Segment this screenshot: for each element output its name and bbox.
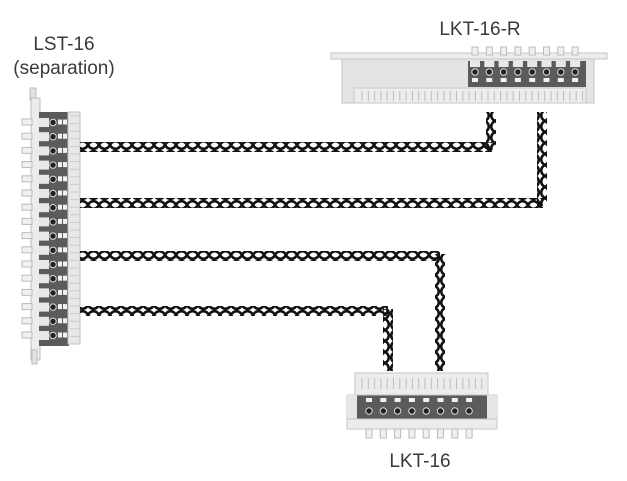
- lst-pin: [21, 146, 33, 154]
- cable-1: [80, 112, 496, 152]
- lst-screw: [49, 331, 57, 340]
- lktr-pin: [557, 46, 565, 56]
- cable-3: [80, 251, 445, 371]
- lkt-screw: [465, 407, 473, 415]
- lst-pin: [21, 303, 33, 311]
- lkt-pin: [437, 428, 444, 439]
- lkt-screw: [365, 407, 373, 415]
- lktr-pin: [471, 46, 479, 56]
- lkt-pin: [408, 428, 416, 439]
- lktr-screw: [471, 68, 479, 76]
- lkt16-label: LKT-16: [389, 451, 451, 472]
- cable-4: [80, 306, 393, 371]
- lst-pin: [21, 246, 33, 254]
- cable-2: [80, 112, 547, 208]
- lst-pin: [21, 175, 33, 183]
- lkt-pin: [422, 428, 430, 439]
- lst-pin: [21, 203, 33, 211]
- lktr-pin: [485, 46, 493, 56]
- lst-pin: [21, 189, 33, 197]
- lst-pin: [21, 132, 33, 140]
- lst-screw: [49, 218, 57, 226]
- lst16-module: [21, 87, 81, 365]
- lktr-screw: [485, 68, 493, 76]
- lkt-pin: [451, 428, 459, 439]
- lktr-pin: [500, 46, 508, 56]
- lst-pin: [21, 288, 33, 296]
- lst-screw: [49, 175, 57, 184]
- lst-screw: [49, 189, 57, 198]
- lkt-pin: [365, 428, 373, 439]
- lst-pin: [21, 161, 33, 169]
- lkt-screw: [422, 407, 430, 415]
- lktr-screw: [571, 68, 579, 76]
- lktr-pin: [571, 46, 579, 56]
- lkt16r-label: LKT-16-R: [439, 19, 521, 40]
- lst-screw: [49, 317, 57, 325]
- lkt-screw: [379, 407, 387, 415]
- lkt16-terminals: [365, 398, 473, 439]
- lkt16-module: [346, 372, 498, 439]
- lkt-pin: [379, 428, 387, 439]
- lktr-screw: [528, 68, 536, 76]
- lst-pin: [21, 274, 33, 282]
- lkt16-comb: [361, 378, 483, 389]
- lst16-label: LST-16 (separation): [4, 33, 124, 81]
- lst-screw: [49, 232, 57, 240]
- lst-screw: [49, 147, 57, 155]
- lst16-terminals: [21, 115, 79, 340]
- lkt16r-terminals: [470, 46, 581, 82]
- lst-screw: [49, 275, 57, 283]
- lst-pin: [21, 118, 33, 126]
- lkt-screw: [393, 407, 402, 415]
- lktr-screw: [542, 68, 551, 76]
- lktr-pin: [528, 46, 536, 56]
- lst-screw: [49, 246, 57, 255]
- lst-screw: [49, 161, 57, 169]
- lst-screw: [49, 133, 57, 141]
- lst16-subtitle: (separation): [13, 58, 115, 79]
- lst-screw: [49, 303, 57, 311]
- lst-pin: [21, 217, 33, 225]
- lst-screw: [49, 289, 57, 297]
- lktr-screw: [557, 68, 565, 76]
- lst-pin: [21, 260, 33, 268]
- lkt-screw: [451, 407, 459, 415]
- lktr-pin: [543, 46, 550, 56]
- lkt-pin: [394, 428, 402, 439]
- lst-pin: [21, 317, 33, 325]
- lkt-screw: [408, 407, 416, 415]
- lst-screw: [49, 260, 57, 269]
- lst-pin: [21, 232, 33, 240]
- lkt-screw: [436, 407, 445, 415]
- lst16-name: LST-16: [33, 34, 95, 55]
- lst-screw: [49, 204, 57, 212]
- lst-pin: [21, 331, 33, 339]
- lktr-pin: [514, 46, 522, 56]
- lkt16r-module: [330, 46, 608, 104]
- lst-screw: [49, 118, 57, 127]
- lktr-screw: [499, 68, 508, 76]
- lkt16r-comb: [361, 91, 583, 101]
- lkt-pin: [465, 428, 473, 439]
- lktr-screw: [514, 68, 522, 76]
